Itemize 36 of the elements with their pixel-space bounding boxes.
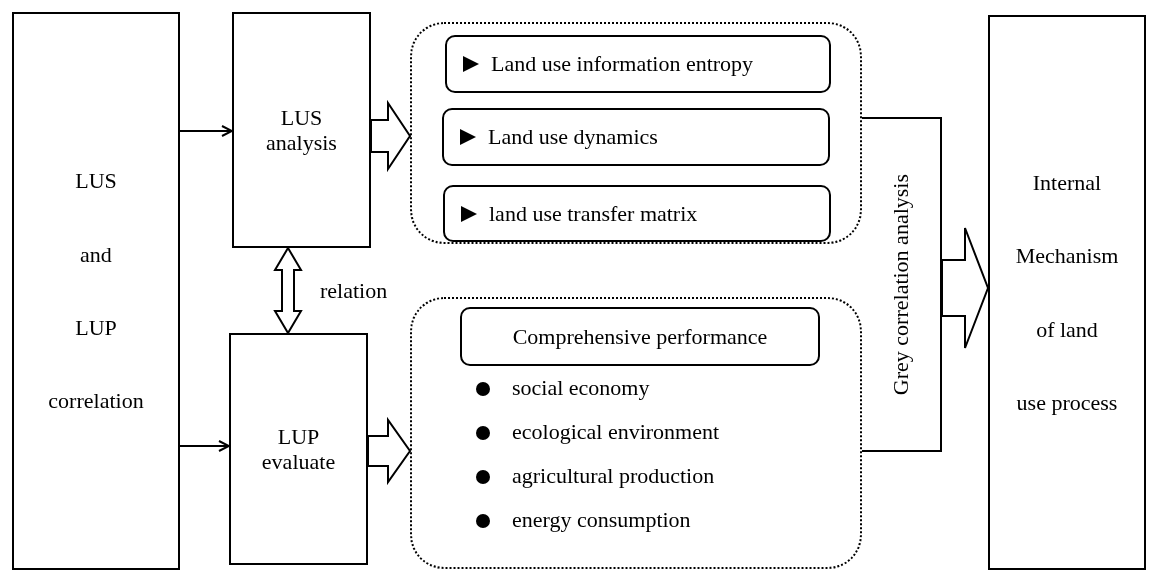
- dotted-group-box: [410, 297, 862, 569]
- arrow: [179, 125, 233, 137]
- label-text: energy consumption: [512, 507, 691, 533]
- process-box: [229, 333, 368, 565]
- block-arrow: [370, 99, 412, 173]
- process-box: [232, 12, 371, 248]
- process-box: [12, 12, 180, 570]
- double-block-arrow: [273, 246, 303, 335]
- dotted-group-box: [410, 22, 862, 244]
- label-text: social economy: [512, 375, 650, 401]
- rounded-box: [442, 108, 830, 166]
- label-text: Land use dynamics: [488, 124, 658, 150]
- label-text: Comprehensive performance: [512, 323, 768, 350]
- process-box: [988, 15, 1146, 570]
- label-text: LUP: [74, 315, 118, 341]
- label-text: LUP evaluate: [261, 423, 336, 475]
- rounded-box: [443, 185, 831, 242]
- label-text: ecological environment: [512, 419, 720, 445]
- label-text: use process: [1015, 389, 1119, 416]
- block-arrow: [941, 227, 990, 349]
- label-text: LUS analysis: [266, 104, 337, 156]
- label-text: correlation: [47, 388, 145, 414]
- label-text: Grey correlation analysis: [888, 173, 914, 396]
- label-text: Mechanism: [1014, 243, 1120, 269]
- rounded-box: [445, 35, 831, 93]
- arrow: [179, 440, 230, 452]
- label-text: agricultural production: [512, 463, 715, 489]
- block-arrow: [367, 416, 412, 486]
- bracket-box: [862, 117, 942, 452]
- label-text: land use transfer matrix: [489, 200, 698, 227]
- label-text: of land: [1035, 316, 1099, 342]
- rounded-box: [460, 307, 820, 366]
- label-text: Land use information entropy: [491, 51, 754, 77]
- label-text: LUS: [74, 168, 118, 194]
- label-text: Internal: [1031, 169, 1103, 196]
- label-text: and: [79, 241, 113, 267]
